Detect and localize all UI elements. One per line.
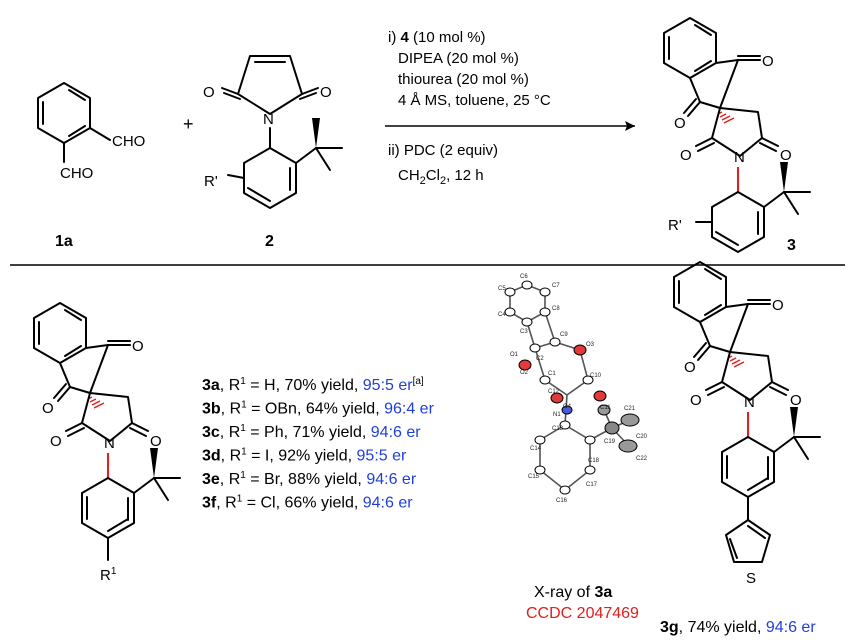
xray-atom-label: C21 [624,406,636,412]
conditions-step2: ii) PDC (2 equiv) [388,142,498,159]
reaction-conditions: i) 4 (10 mol %) DIPEA (20 mol %) thioure… [385,29,635,187]
xray-atom-label: C22 [636,456,648,462]
xray-atom-label: C1 [548,371,556,377]
xray-caption: X-ray of 3a [534,584,612,601]
xray-atom-label: C2 [536,356,544,362]
compound-label-2: 2 [265,233,274,250]
g-o4: O [790,392,802,409]
cho-label-top: CHO [112,133,145,150]
xray-atom-label: C16 [556,498,568,504]
product3-o1: O [762,53,774,70]
xray-atom-label: O4 [563,404,572,410]
general-o2: O [42,400,54,417]
compound-label-1a: 1a [55,233,73,250]
table-entry-3a: 3a, R1 = H, 70% yield, 95:5 er[a] [202,376,424,394]
g-o1: O [772,297,784,314]
xray-atom-label: C12 [548,389,560,395]
product3-o3: O [680,147,692,164]
general-product-structure: O O O O N R1 [33,302,181,584]
xray-atom-label: C6 [520,274,528,280]
g-o3: O [690,392,702,409]
g-caption: 3g, 74% yield, 94:6 er [660,619,816,636]
xray-atom-label: C17 [586,482,598,488]
reagent-1a-structure: CHO CHO 1a [37,82,145,250]
xray-atom-label: N1 [553,412,561,418]
o-label-left: O [203,84,215,101]
xray-atom-label: C14 [530,446,542,452]
g-n: N [744,394,755,411]
conditions-line3: thiourea (20 mol %) [398,71,529,88]
cho-label-bottom: CHO [60,165,93,182]
product-3g-structure: O O O O N S 3g, 74% yield, 94:6 er [660,261,821,636]
xray-atom-label: O2 [520,370,529,376]
product-3-structure: O O O O N R' 3 [663,17,811,254]
conditions-line4: 4 Å MS, toluene, 25 °C [398,92,551,109]
conditions-line2: DIPEA (20 mol %) [398,50,519,67]
xray-atom-label: C19 [604,439,616,445]
conditions-solvent: CH2Cl2, 12 h [398,167,484,187]
compound-label-3: 3 [787,237,796,254]
general-o3: O [50,433,62,450]
stereo-hash-bond [717,111,735,124]
table-entry-3c: 3c, R1 = Ph, 71% yield, 94:6 er [202,423,421,441]
xray-atom-label: C18 [588,458,600,464]
xray-atom-label: C13 [552,426,564,432]
xray-atom-label: C9 [560,332,568,338]
xray-atom-label: C3 [520,329,528,335]
reagent-2-structure: O O N R' 2 [203,55,343,250]
ccdc-number: CCDC 2047469 [526,605,639,622]
g-stereo-hash [727,355,745,368]
substrate-table: 3a, R1 = H, 70% yield, 95:5 er[a] 3b, R1 … [202,376,435,512]
table-entry-3e: 3e, R1 = Br, 88% yield, 94:6 er [202,470,417,488]
g-o2: O [684,359,696,376]
xray-atom-label: C8 [552,306,560,312]
general-n: N [104,435,115,452]
product3-n: N [734,149,745,166]
general-r1: R1 [100,566,117,584]
conditions-step1: i) 4 (10 mol %) [388,29,486,46]
general-stereo-hash [87,396,105,409]
r-prime-label: R' [204,173,218,190]
xray-atom-label: O3 [586,342,595,348]
xray-atom-label: C15 [528,474,540,480]
product3-r-prime: R' [668,217,682,234]
table-entry-3f: 3f, R1 = Cl, 66% yield, 94:6 er [202,494,413,512]
product3-o2: O [674,115,686,132]
plus-sign: + [183,114,194,134]
g-s: S [746,570,756,587]
xray-atom-label: C10 [590,373,602,379]
xray-atom-label: C11 [600,405,611,411]
xray-atom-label: C5 [498,286,506,292]
table-entry-3d: 3d, R1 = I, 92% yield, 95:5 er [202,447,407,465]
general-o1: O [132,338,144,355]
table-entry-3b: 3b, R1 = OBn, 64% yield, 96:4 er [202,400,435,418]
general-o4: O [150,433,162,450]
xray-atom-label: C20 [636,434,648,440]
o-label-right: O [320,84,332,101]
arrow-head-icon [625,121,635,131]
xray-atom-label: C4 [498,312,506,318]
n-label: N [263,111,274,128]
xray-atom-label: O1 [510,352,519,358]
xray-atom-label: C7 [552,283,560,289]
product3-o4: O [780,147,792,164]
